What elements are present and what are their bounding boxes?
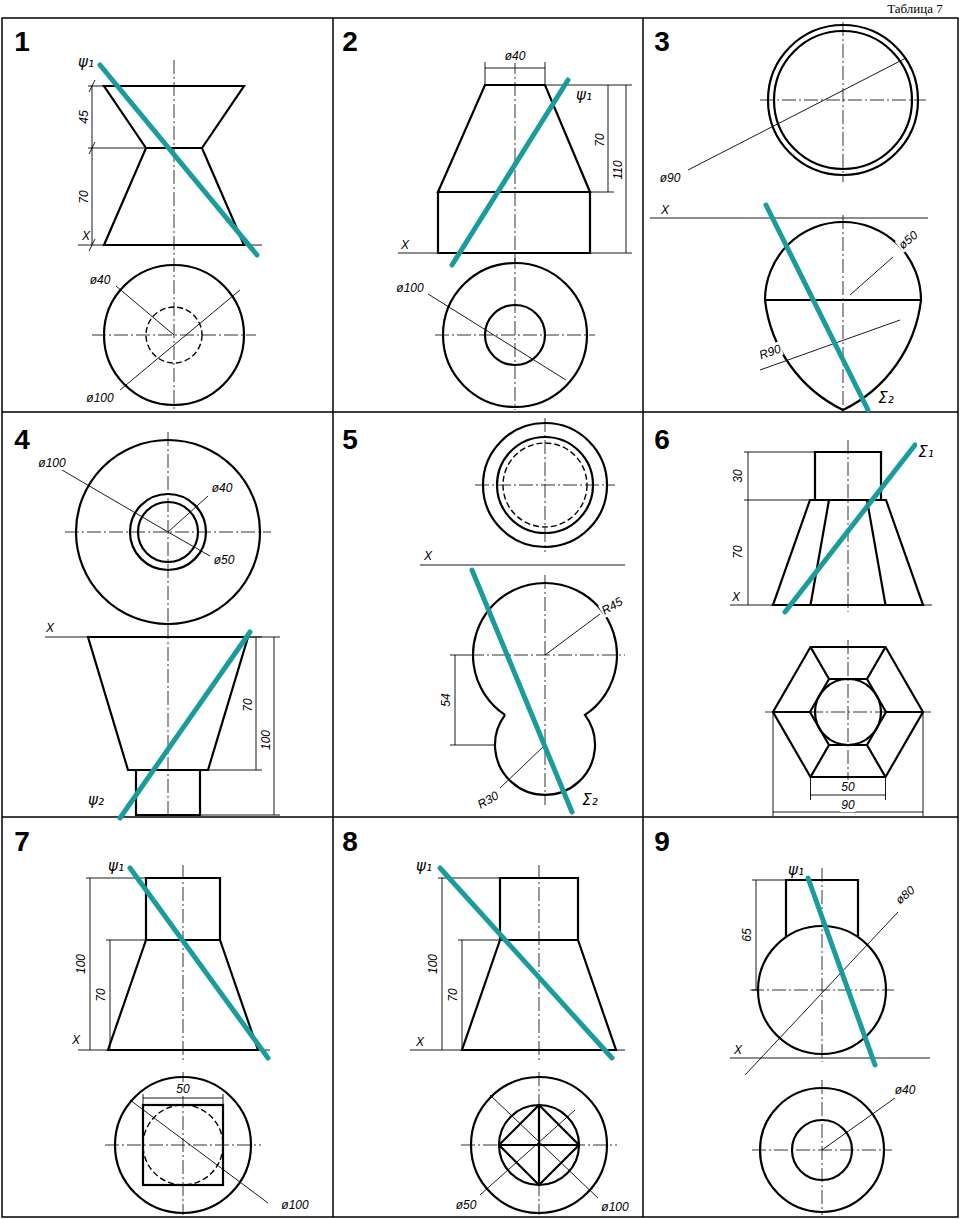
plane-label: ψ₁ [787,861,805,879]
axis-label: X [45,621,55,635]
dimension-label: 90 [840,798,855,812]
dimension-label: 70 [241,697,255,712]
plane-label: ψ₁ [107,857,125,875]
plane-label: Σ₁ [917,443,935,461]
dimension-label: ø100 [280,1198,309,1212]
dimension-label: 70 [446,987,460,1002]
dimension-label: ø40 [89,273,112,287]
dimension-label: ø100 [600,1200,629,1214]
plane-label: Σ₂ [581,791,599,809]
cell-number: 6 [653,424,671,456]
cell-number: 8 [341,826,359,858]
axis-label: X [731,590,741,604]
axis-label: X [400,238,410,252]
cell-number: 5 [341,424,359,456]
dimension-label: 70 [731,544,745,559]
dimension-label: ø100 [395,281,424,295]
plane-label: ψ₁ [77,53,95,71]
cell-number: 9 [653,826,671,858]
dimension-label: 45 [77,109,91,124]
dimension-label: ø80 [892,882,918,907]
axis-label: X [415,1035,425,1049]
dimension-label: 70 [77,189,91,204]
plane-label: ψ₂ [87,791,105,809]
dimension-label: ø50 [455,1198,478,1212]
axis-label: X [733,1043,743,1057]
dimension-label: ø100 [85,391,114,405]
dimension-label: 30 [731,468,745,483]
dimension-label: 100 [259,729,273,751]
cell-number: 1 [13,26,31,58]
dimension-label: 100 [74,953,88,975]
axis-label: X [660,203,670,217]
axis-label: X [81,229,91,243]
plane-label: Σ₂ [877,389,895,407]
dimension-label: 50 [840,780,855,794]
dimension-label: ø50 [213,553,236,567]
axis-label: X [71,1033,81,1047]
dimension-label: ø40 [211,481,234,495]
dimension-label: R45 [598,594,626,618]
dimension-label: ø90 [659,171,682,185]
dimension-label: 100 [426,953,440,975]
dimension-label: R90 [756,341,783,362]
cell-number: 2 [341,26,359,58]
dimension-label: 70 [593,132,607,147]
dimension-label: ø100 [37,456,66,470]
cell-number: 7 [13,826,31,858]
plane-label: ψ₁ [575,86,593,104]
dimension-label: ø50 [895,227,921,252]
cell-number: 3 [653,26,671,58]
dimension-label: ø40 [894,1083,917,1097]
cell-number: 4 [13,424,31,456]
plane-label: ψ₁ [415,857,433,875]
table-caption: Таблица 7 [886,1,944,17]
axis-label: X [423,549,433,563]
dimension-label: ø40 [504,49,527,63]
dimension-label: 54 [439,692,453,707]
dimension-label: R30 [474,788,502,812]
dimension-label: 65 [740,927,754,942]
dimension-label: 110 [611,159,625,180]
dimension-label: 50 [175,1082,190,1096]
dimension-label: 70 [94,987,108,1002]
